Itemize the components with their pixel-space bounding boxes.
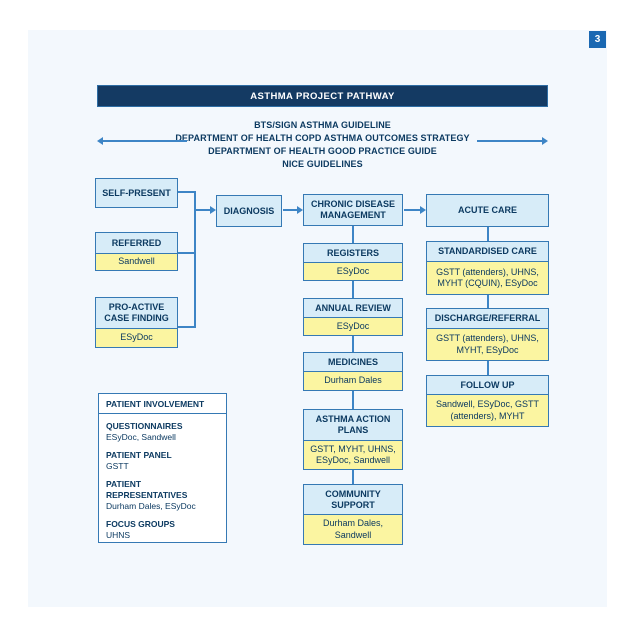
node-asthma-action-plans: ASTHMA ACTION PLANS GSTT, MYHT, UHNS, ES…	[303, 409, 403, 470]
guideline-line: BTS/SIGN ASTHMA GUIDELINE	[254, 120, 391, 130]
pi-item-heading: FOCUS GROUPS	[106, 519, 175, 529]
node-referred-value: Sandwell	[96, 253, 177, 270]
patient-involvement-item: PATIENT REPRESENTATIVES Durham Dales, ES…	[106, 479, 219, 512]
guideline-line: NICE GUIDELINES	[282, 159, 363, 169]
arrow-right-icon	[420, 206, 426, 214]
connector-standardised-discharge	[487, 293, 489, 309]
node-standardised-care: STANDARDISED CARE GSTT (attenders), UHNS…	[426, 241, 549, 295]
connector-medicines-actionplans	[352, 388, 354, 410]
node-discharge-referral: DISCHARGE/REFERRAL GSTT (attenders), UHN…	[426, 308, 549, 361]
connector-to-diagnosis	[194, 209, 210, 211]
guideline-line: DEPARTMENT OF HEALTH GOOD PRACTICE GUIDE	[208, 146, 437, 156]
node-annual-review-label: ANNUAL REVIEW	[315, 302, 391, 313]
connector-proactive	[178, 326, 196, 328]
pi-item-value: UHNS	[106, 530, 131, 540]
connector-cdm-to-acute	[404, 209, 420, 211]
pi-item-heading: PATIENT PANEL	[106, 450, 172, 460]
node-medicines-label: MEDICINES	[327, 356, 378, 367]
node-action-plans-label: ASTHMA ACTION PLANS	[315, 414, 391, 435]
connector-acute-standardised	[487, 227, 489, 242]
guideline-arrow-left-line	[103, 140, 187, 142]
node-medicines: MEDICINES Durham Dales	[303, 352, 403, 391]
node-referred-label: REFERRED	[111, 237, 162, 248]
node-discharge-value: GSTT (attenders), UHNS, MYHT, ESyDoc	[427, 328, 548, 360]
node-community-value: Durham Dales, Sandwell	[304, 514, 402, 544]
node-acute-care: ACUTE CARE	[426, 194, 549, 227]
patient-involvement-title: PATIENT INVOLVEMENT	[99, 394, 226, 414]
arrow-right-icon	[297, 206, 303, 214]
guideline-arrow-right-line	[477, 140, 542, 142]
connector-cdm-registers	[352, 226, 354, 244]
node-self-present: SELF-PRESENT	[95, 178, 178, 208]
node-diagnosis: DIAGNOSIS	[216, 195, 282, 227]
node-registers-label: REGISTERS	[326, 247, 379, 258]
node-followup-value: Sandwell, ESyDoc, GSTT (attenders), MYHT	[427, 394, 548, 426]
node-standardised-value: GSTT (attenders), UHNS, MYHT (CQUIN), ES…	[427, 261, 548, 294]
pi-item-heading: PATIENT REPRESENTATIVES	[106, 479, 188, 500]
page-number-badge: 3	[589, 31, 606, 48]
arrow-left-icon	[97, 137, 103, 145]
node-community-support: COMMUNITY SUPPORT Durham Dales, Sandwell	[303, 484, 403, 545]
arrow-right-icon	[542, 137, 548, 145]
node-community-label: COMMUNITY SUPPORT	[325, 488, 381, 510]
pi-item-value: Durham Dales, ESyDoc	[106, 501, 196, 511]
connector-registers-annual	[352, 278, 354, 299]
node-action-plans-value: GSTT, MYHT, UHNS, ESyDoc, Sandwell	[304, 440, 402, 469]
guidelines-text: BTS/SIGN ASTHMA GUIDELINE DEPARTMENT OF …	[97, 119, 548, 171]
node-annual-review-value: ESyDoc	[304, 317, 402, 335]
node-annual-review: ANNUAL REVIEW ESyDoc	[303, 298, 403, 336]
node-proactive-case-finding: PRO-ACTIVE CASE FINDING ESyDoc	[95, 297, 178, 348]
node-proactive-label: PRO-ACTIVE CASE FINDING	[104, 302, 169, 323]
patient-involvement-item: QUESTIONNAIRES ESyDoc, Sandwell	[106, 421, 219, 443]
pi-item-value: GSTT	[106, 461, 129, 471]
node-registers: REGISTERS ESyDoc	[303, 243, 403, 281]
pi-item-value: ESyDoc, Sandwell	[106, 432, 176, 442]
node-proactive-value: ESyDoc	[96, 328, 177, 347]
node-follow-up: FOLLOW UP Sandwell, ESyDoc, GSTT (attend…	[426, 375, 549, 427]
node-chronic-disease-management: CHRONIC DISEASE MANAGEMENT	[303, 194, 403, 226]
patient-involvement-item: PATIENT PANEL GSTT	[106, 450, 219, 472]
connector-self-present	[178, 191, 196, 193]
node-registers-value: ESyDoc	[304, 262, 402, 280]
connector-diagnosis-to-cdm	[283, 209, 297, 211]
guideline-line: DEPARTMENT OF HEALTH COPD ASTHMA OUTCOME…	[175, 133, 470, 143]
arrow-right-icon	[210, 206, 216, 214]
pi-item-heading: QUESTIONNAIRES	[106, 421, 183, 431]
node-discharge-label: DISCHARGE/REFERRAL	[434, 313, 541, 324]
page-title: ASTHMA PROJECT PATHWAY	[97, 85, 548, 107]
patient-involvement-panel: PATIENT INVOLVEMENT QUESTIONNAIRES ESyDo…	[98, 393, 227, 543]
node-standardised-label: STANDARDISED CARE	[438, 246, 537, 257]
connector-left-bus	[194, 191, 196, 328]
connector-discharge-followup	[487, 359, 489, 376]
node-referred: REFERRED Sandwell	[95, 232, 178, 271]
connector-referred	[178, 252, 196, 254]
node-followup-label: FOLLOW UP	[460, 379, 515, 390]
patient-involvement-item: FOCUS GROUPS UHNS	[106, 519, 219, 541]
connector-actionplans-community	[352, 467, 354, 485]
connector-annual-medicines	[352, 333, 354, 353]
node-medicines-value: Durham Dales	[304, 371, 402, 390]
